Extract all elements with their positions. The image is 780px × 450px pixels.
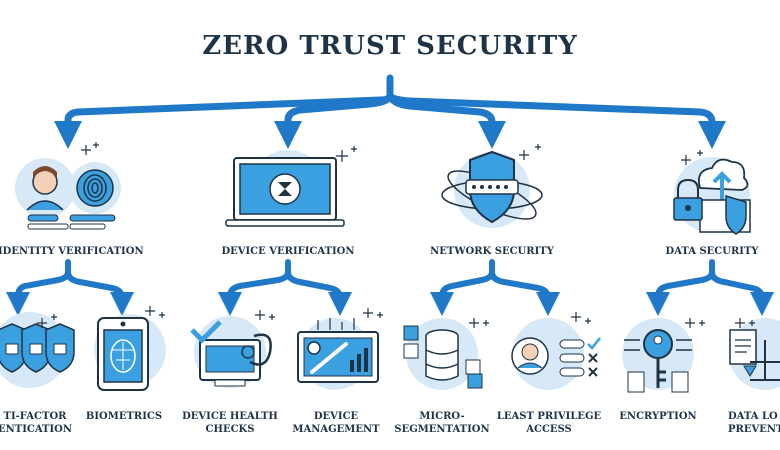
gear-wrench-screen-icon bbox=[297, 318, 379, 390]
split-arrows bbox=[5, 259, 774, 316]
diagram-title: ZERO TRUST SECURITY bbox=[202, 31, 578, 61]
sublabel-encryption-line-1: ENCRYPTION bbox=[619, 411, 697, 422]
person-icon bbox=[26, 166, 64, 211]
sublabel-micro-segmentation: MICRO- SEGMENTATION bbox=[392, 410, 492, 436]
padlock-shields-icon bbox=[0, 312, 75, 388]
sublabel-device-health-line-2: CHECKS bbox=[205, 424, 255, 435]
sublabel-least-privilege: LEAST PRIVILEGE ACCESS bbox=[494, 410, 604, 436]
sublabel-data-loss: DATA LO PREVENT bbox=[728, 410, 780, 436]
sublabel-data-loss-line-2: PREVENT bbox=[728, 424, 780, 435]
sublabel-biometrics-line-1: BIOMETRICS bbox=[85, 411, 163, 422]
sublabel-micro-segmentation-line-2: SEGMENTATION bbox=[394, 424, 490, 435]
category-label-network: NETWORK SECURITY bbox=[430, 246, 554, 257]
sublabel-multifactor-line-1: TI-FACTOR bbox=[3, 411, 67, 422]
shield-globe-icon bbox=[441, 150, 543, 228]
laptop-icon bbox=[225, 150, 345, 227]
scales-document-icon bbox=[729, 318, 780, 390]
identity-verification-icon bbox=[15, 158, 121, 230]
fingerprint-icon bbox=[76, 169, 114, 207]
sublabel-micro-segmentation-line-1: MICRO- bbox=[419, 411, 465, 422]
sublabel-least-privilege-line-1: LEAST PRIVILEGE bbox=[496, 411, 602, 422]
sublabel-encryption: ENCRYPTION bbox=[608, 410, 708, 423]
key-circuit-icon bbox=[622, 318, 694, 393]
sublabel-device-health-line-1: DEVICE HEALTH bbox=[182, 411, 278, 422]
sublabel-device-management-line-1: DEVICE bbox=[313, 411, 359, 422]
face-scan-phone-icon bbox=[94, 314, 166, 391]
sublabel-device-management: DEVICE MANAGEMENT bbox=[288, 410, 384, 436]
top-arrows bbox=[54, 74, 726, 149]
sublabel-device-health: DEVICE HEALTH CHECKS bbox=[178, 410, 282, 436]
sublabel-biometrics: BIOMETRICS bbox=[76, 410, 172, 423]
stethoscope-monitor-icon bbox=[190, 316, 272, 388]
sublabel-data-loss-line-1: DATA LO bbox=[728, 411, 778, 422]
user-permissions-icon bbox=[511, 318, 601, 390]
cloud-upload-icon bbox=[697, 158, 749, 200]
database-servers-icon bbox=[403, 318, 483, 390]
sparkles bbox=[37, 142, 755, 328]
sublabel-multifactor-line-2: ENTICATION bbox=[0, 424, 73, 435]
data-security-icon bbox=[673, 157, 751, 235]
sublabel-device-management-line-2: MANAGEMENT bbox=[292, 424, 380, 435]
sublabel-least-privilege-line-2: ACCESS bbox=[526, 424, 572, 435]
sublabel-multifactor: TI-FACTOR ENTICATION bbox=[0, 410, 80, 436]
category-label-data: DATA SECURITY bbox=[665, 246, 759, 257]
category-label-identity: IDENTITY VERIFICATION bbox=[0, 246, 144, 257]
lock-icon bbox=[673, 178, 703, 221]
category-label-device: DEVICE VERIFICATION bbox=[221, 246, 355, 257]
